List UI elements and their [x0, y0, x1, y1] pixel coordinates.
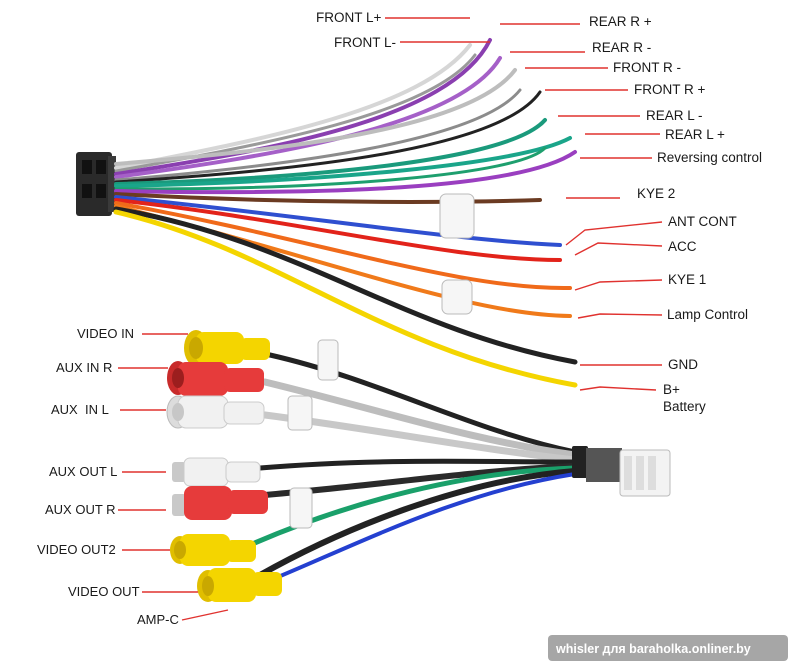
label-acc: ACC	[668, 239, 697, 254]
rca-plugs	[166, 330, 282, 602]
harness-wires	[113, 38, 578, 388]
label-video-out: VIDEO OUT	[68, 584, 140, 599]
label-video-out2: VIDEO OUT2	[37, 542, 116, 557]
label-lamp-control: Lamp Control	[667, 307, 748, 322]
label-battery: Battery	[663, 399, 706, 414]
rca-plug-aux-out-r	[172, 486, 268, 520]
label-rear-l-minus: REAR L -	[646, 108, 703, 123]
label-rear-r-plus: REAR R +	[589, 14, 652, 29]
label-kye2: KYE 2	[637, 186, 675, 201]
rca-plug-video-out2	[170, 534, 256, 566]
label-front-r-plus: FRONT R +	[634, 82, 705, 97]
rca-plug-aux-in-r	[167, 361, 264, 396]
label-aux-in-r: AUX IN R	[56, 360, 112, 375]
leader-lines	[118, 17, 663, 621]
label-front-r-minus: FRONT R -	[613, 60, 681, 75]
rca-plug-video-in	[184, 330, 270, 366]
watermark-text: whisler для baraholka.onliner.by	[555, 642, 751, 656]
rca-plug-aux-in-l	[166, 395, 265, 429]
label-gnd: GND	[668, 357, 698, 372]
label-rear-r-minus: REAR R -	[592, 40, 651, 55]
label-video-in: VIDEO IN	[77, 326, 134, 341]
rca-wires	[218, 339, 579, 602]
rca-labels: VIDEO IN AUX IN R AUX IN L AUX OUT L AUX…	[37, 326, 179, 627]
rca-plug-aux-out-l	[172, 457, 261, 487]
label-front-l-minus: FRONT L-	[334, 35, 396, 50]
label-aux-out-r: AUX OUT R	[45, 502, 116, 517]
label-aux-out-l: AUX OUT L	[49, 464, 117, 479]
rca-plug-video-out	[197, 568, 282, 602]
aux-connector	[572, 446, 671, 497]
label-front-l-plus: FRONT L+	[316, 10, 382, 25]
watermark: whisler для baraholka.onliner.by	[548, 635, 788, 661]
main-connector	[76, 152, 116, 216]
label-reversing-control: Reversing control	[657, 150, 762, 165]
label-aux-in-l: AUX IN L	[51, 402, 109, 417]
label-b-plus: B+	[663, 382, 680, 397]
harness-labels: FRONT L+ FRONT L- REAR R + REAR R - FRON…	[316, 10, 762, 414]
label-amp-c: AMP-C	[137, 612, 179, 627]
label-ant-cont: ANT CONT	[668, 214, 737, 229]
label-rear-l-plus: REAR L +	[665, 127, 725, 142]
label-kye1: KYE 1	[668, 272, 706, 287]
